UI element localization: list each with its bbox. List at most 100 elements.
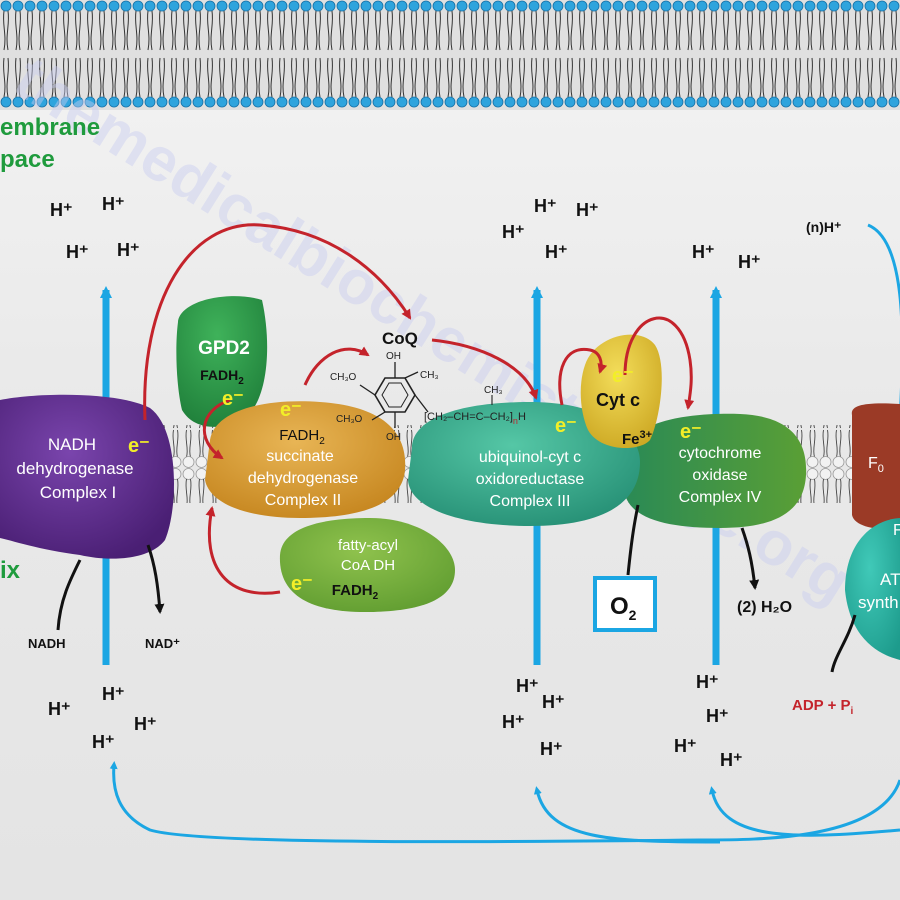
h2o-arrow: [740, 527, 760, 590]
atp-synth-line2: synth: [858, 593, 899, 612]
o2-label: O2: [610, 593, 637, 623]
nadh-line: [56, 559, 82, 631]
proton: H⁺: [117, 240, 140, 260]
proton-return-c3: [533, 786, 721, 844]
outer-membrane: [0, 0, 900, 108]
cytc-name: Cyt c: [596, 390, 640, 410]
fatty-acyl-coa-dh: [279, 518, 455, 612]
facd-fadh2: FADH2: [332, 582, 379, 602]
proton-return-c1: [109, 761, 900, 844]
c3-line2: oxidoreductase: [476, 471, 585, 488]
proton: H⁺: [542, 692, 565, 712]
c2-line1: succinate: [266, 448, 334, 465]
proton: H⁺: [540, 739, 563, 759]
proton: H⁺: [102, 194, 125, 214]
f0-label: F0: [868, 455, 884, 475]
f1-label-partial: F: [893, 522, 900, 539]
c2-fadh2: FADH2: [279, 427, 325, 447]
coq-oh-bottom: OH: [386, 432, 401, 443]
gpd2-name: GPD2: [198, 338, 250, 359]
facd-electron: e⁻: [291, 573, 313, 595]
c3-line3: Complex III: [490, 493, 571, 510]
cytc-fe: Fe3+: [622, 429, 652, 448]
proton-return-c4: [708, 786, 900, 837]
c4-line3: Complex IV: [679, 489, 762, 506]
adp-label: ADP + Pi: [792, 697, 854, 717]
proton: H⁺: [706, 706, 729, 726]
h2o-label: (2) H₂O: [737, 599, 792, 616]
c1-electron: e⁻: [128, 435, 150, 457]
c2-electron: e⁻: [280, 399, 302, 421]
e-arrow-coq-c3: [431, 338, 539, 400]
e-arrow-gpd2-c2: [203, 398, 231, 460]
facd-line2: CoA DH: [341, 557, 395, 574]
proton: H⁺: [134, 714, 157, 734]
e-arrow-c2-coq: [303, 346, 370, 386]
proton: H⁺: [674, 736, 697, 756]
c1-line2: dehydrogenase: [16, 459, 133, 478]
c4-electron: e⁻: [680, 421, 702, 443]
c4-line1: cytochrome: [679, 445, 762, 462]
coq-chain: [CH₂–CH=C–CH₂]nH: [424, 411, 526, 426]
proton: H⁺: [502, 712, 525, 732]
e-arrow-facd-c2: [205, 506, 281, 595]
gpd2: [176, 296, 268, 427]
c2-line2: dehydrogenase: [248, 470, 358, 487]
adp-line: [830, 614, 857, 673]
proton: H⁺: [516, 676, 539, 696]
proton: H⁺: [534, 196, 557, 216]
protons-top: H⁺ H⁺ H⁺ H⁺ H⁺ H⁺ H⁺ H⁺ H⁺ H⁺: [50, 194, 761, 272]
intermembrane-label-2: pace: [0, 146, 55, 173]
complex-i: [0, 394, 175, 559]
nad-label: NAD⁺: [145, 636, 180, 651]
complex-iii: [408, 402, 640, 526]
facd-line1: fatty-acyl: [338, 537, 398, 554]
matrix-label: ix: [0, 557, 21, 584]
intermembrane-label-1: embrane: [0, 114, 100, 141]
proton: H⁺: [545, 242, 568, 262]
e-arrow-cytc-c4: [623, 316, 695, 410]
atp-synthase-f0: [851, 403, 900, 530]
coq-ch3o-top: CH₃O: [330, 372, 357, 383]
atp-synth-line1: AT: [880, 570, 900, 589]
c1-line1: NADH: [48, 435, 96, 454]
c2-line3: Complex II: [265, 492, 341, 509]
complex-iv: [624, 413, 807, 528]
complex-ii: [205, 401, 406, 518]
e-arrow-c3-cytc: [558, 347, 608, 406]
proton: H⁺: [738, 252, 761, 272]
o2-line: [626, 504, 640, 576]
proton: H⁺: [720, 750, 743, 770]
proton: H⁺: [102, 684, 125, 704]
coq-oh-top: OH: [386, 351, 401, 362]
coq-structure: [359, 362, 493, 428]
c1-line3: Complex I: [40, 483, 117, 502]
c4-line2: oxidase: [692, 467, 747, 484]
atp-synthase-f1: [845, 518, 900, 660]
c3-electron: e⁻: [555, 415, 577, 437]
coq-ch3-chain: CH₃: [484, 385, 503, 396]
proton: H⁺: [696, 672, 719, 692]
proton: H⁺: [66, 242, 89, 262]
proton: H⁺: [576, 200, 599, 220]
gpd2-fadh2: FADH2: [200, 367, 244, 387]
nadh-label: NADH: [28, 636, 66, 651]
coq-ch3o-bottom: CH₃O: [336, 414, 363, 425]
proton: H⁺: [502, 222, 525, 242]
proton: H⁺: [50, 200, 73, 220]
protons-bottom: H⁺ H⁺ H⁺ H⁺ H⁺ H⁺ H⁺ H⁺ H⁺ H⁺ H⁺ H⁺: [48, 672, 743, 770]
proton: H⁺: [692, 242, 715, 262]
nh-label: (n)H⁺: [806, 219, 841, 235]
gpd2-electron: e⁻: [222, 388, 244, 410]
coq-label: CoQ: [382, 329, 418, 348]
proton: H⁺: [92, 732, 115, 752]
o2-box: [593, 576, 657, 632]
e-arrow-c1-coq: [143, 223, 412, 421]
proton-return-top: [867, 223, 900, 420]
coq-ch3-ring: CH₃: [420, 370, 439, 381]
c3-line1: ubiquinol-cyt c: [479, 449, 581, 466]
cytc-electron: e⁻: [612, 365, 634, 387]
proton: H⁺: [48, 699, 71, 719]
